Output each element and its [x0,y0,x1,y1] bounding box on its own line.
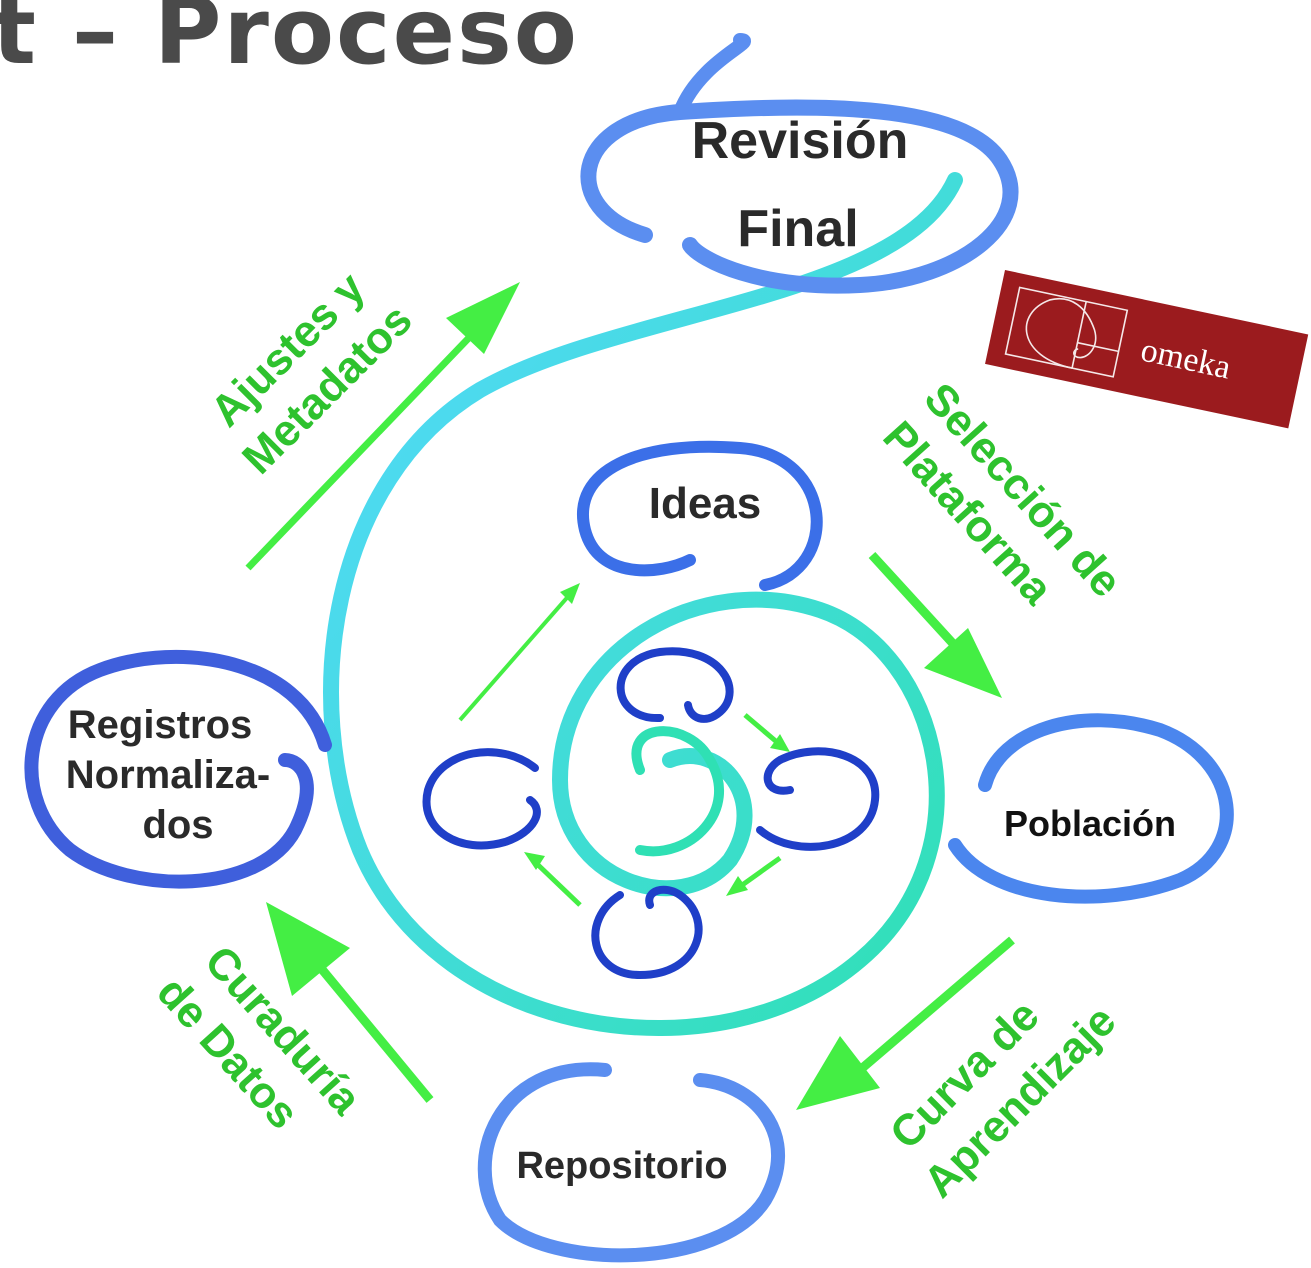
main-spiral [323,172,963,1037]
inner-cycle [422,583,880,980]
omeka-logo-background [985,270,1309,429]
poblacion-spiral [948,713,1234,904]
arrow-curaduria [302,947,434,1103]
omeka-logo: omeka [985,270,1309,429]
repositorio-spiral [477,1062,786,1263]
inner-spiral-left [422,748,541,850]
core-spiral [631,726,725,857]
step-curaduria: Curaduría de Datos [147,937,370,1139]
golden-spiral-icon [1004,286,1129,378]
inner-spiral-bottom [591,885,703,980]
step-ajustes: Ajustes y Metadatos [201,263,421,484]
registros-spiral [24,649,332,889]
arrow-ajustes [245,317,489,571]
ideas-spiral [577,440,823,591]
step-curva: Curva de Aprendizaje [881,991,1126,1207]
inner-spiral-top [616,647,734,723]
node-ideas: Ideas [649,479,762,528]
node-poblacion: Población [1004,803,1176,844]
node-repositorio: Repositorio [516,1145,727,1187]
node-registros-line1: Registros [68,703,253,747]
slide-title: t – Proceso [0,0,579,85]
node-registros-line2: Normaliza- [66,753,271,797]
process-arrows [245,282,1015,1110]
revision-final-spiral [580,99,1019,294]
arrow-seleccion [868,551,972,664]
inner-spiral-right [756,747,880,851]
node-revision-line2: Final [737,200,858,258]
arrow-curva [857,936,1015,1074]
node-registros-line3: dos [142,803,213,847]
node-revision-line1: Revisión [692,112,909,170]
